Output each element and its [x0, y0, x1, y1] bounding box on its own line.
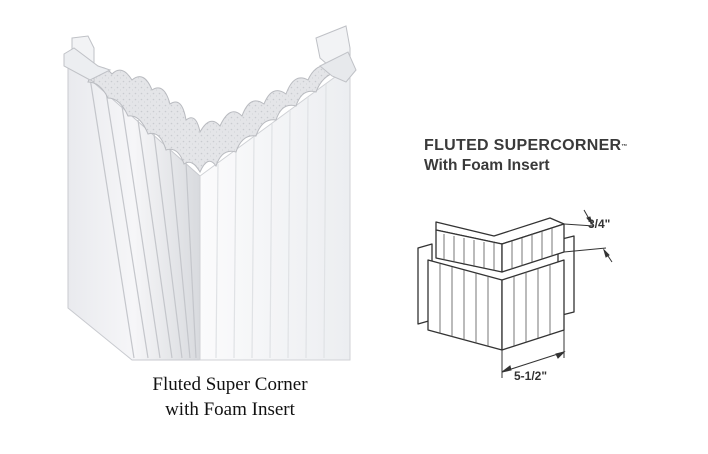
- foam-insert: [87, 64, 337, 174]
- image-caption: Fluted Super Corner with Foam Insert: [110, 372, 350, 422]
- right-channel: [319, 51, 357, 83]
- lower-left-face: [427, 259, 503, 351]
- depth-dimension-label: 3/4": [588, 217, 610, 231]
- width-dimension-label: 5-1/2": [514, 369, 547, 383]
- left-channel: [63, 47, 112, 81]
- right-flutes: [215, 83, 327, 359]
- fluted-corner-render: [63, 25, 357, 361]
- caption-line-1: Fluted Super Corner: [152, 374, 308, 395]
- depth-dimension: [563, 209, 613, 263]
- width-dimension: [501, 330, 566, 378]
- diagram-subtitle: With Foam Insert: [424, 157, 550, 174]
- left-face: [67, 58, 201, 361]
- diagram-flutes: [439, 228, 553, 346]
- right-face: [199, 65, 351, 361]
- diagram-heading: FLUTED SUPERCORNER™ With Foam Insert: [424, 136, 708, 176]
- caption-line-2: with Foam Insert: [165, 399, 295, 420]
- left-flutes: [89, 77, 197, 359]
- supercorner-dimension-diagram: 3/4" 5-1/2": [417, 209, 613, 383]
- lower-right-face: [501, 259, 565, 351]
- trademark-symbol: ™: [621, 144, 628, 150]
- diagram-title: FLUTED SUPERCORNER™: [424, 137, 628, 154]
